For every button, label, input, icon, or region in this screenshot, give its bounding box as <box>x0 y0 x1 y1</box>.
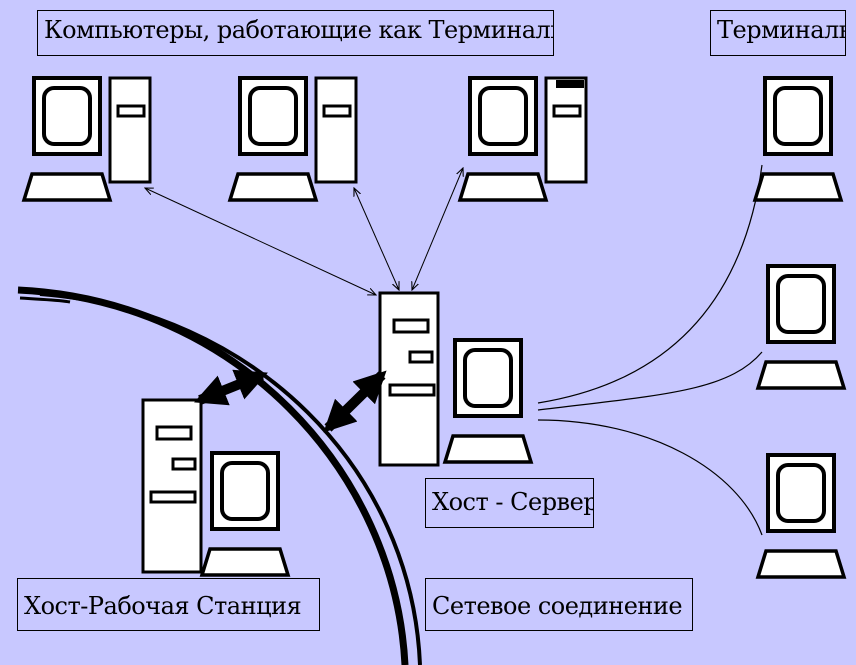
terminal-lines <box>537 164 763 536</box>
host-workstation-label: Хост-Рабочая Станция <box>17 578 320 631</box>
network-cable <box>17 286 422 665</box>
host-workstation <box>141 398 290 577</box>
network-links <box>194 369 387 433</box>
terminal-2 <box>756 264 846 390</box>
host-server <box>378 291 533 467</box>
terminal-links <box>145 168 463 295</box>
terminals-label: Терминалы <box>710 10 846 56</box>
terminal-3 <box>756 453 846 579</box>
terminal-computer-1 <box>22 76 152 202</box>
host-server-label: Хост - Сервер <box>425 478 594 528</box>
terminal-computers-label: Компьютеры, работающие как Терминалы <box>37 10 554 56</box>
terminal-computer-2 <box>228 76 358 202</box>
terminal-computer-3 <box>458 76 588 202</box>
network-connection-label: Сетевое соединение <box>425 578 693 631</box>
terminal-1 <box>753 76 843 202</box>
